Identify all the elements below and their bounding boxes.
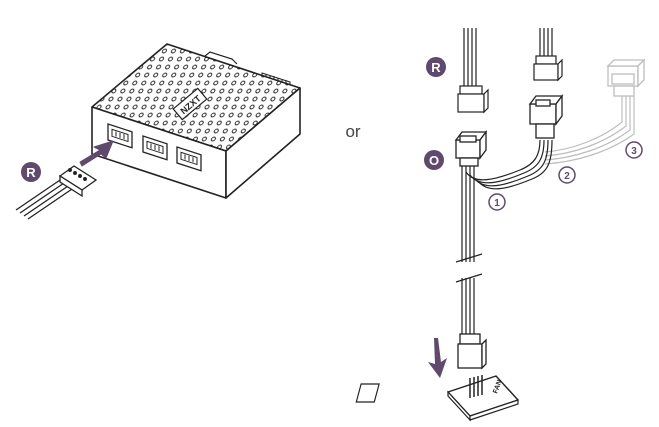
connector-r-top-right [533, 28, 563, 82]
connector-3 [606, 58, 646, 97]
badge-r-cable: R [426, 57, 446, 77]
badge-r-hub: R [21, 162, 41, 182]
connector-bottom [457, 333, 487, 370]
cable-label-1-text: 1 [494, 198, 500, 209]
cable-label-2-text: 2 [564, 171, 570, 182]
down-arrow-icon [428, 338, 447, 378]
cable-label-1: 1 [488, 193, 506, 211]
separator-or: or [345, 122, 360, 141]
hub-port-2 [142, 135, 168, 161]
hub-notch [204, 51, 238, 65]
badge-r-hub-text: R [26, 165, 36, 180]
connector-r-top-left [457, 28, 489, 114]
badge-o-cable-text: O [429, 153, 439, 168]
cable-main-bundle [461, 160, 475, 336]
connector-o [454, 130, 488, 167]
cable-branch-2 [465, 139, 553, 190]
hub-right-face [225, 87, 301, 199]
cable-label-3: 3 [625, 141, 643, 159]
connector-2 [528, 94, 564, 139]
hub-port-3 [176, 146, 202, 172]
cable-label-3-text: 3 [631, 146, 637, 157]
splitter-cable: FAN [355, 28, 646, 422]
cable-label-2: 2 [558, 166, 576, 184]
hub-port-1 [107, 123, 133, 149]
hub-connector [15, 165, 98, 220]
cable-break-marks [455, 253, 483, 283]
cable-branch-3 [544, 96, 635, 165]
fan-hub: NZXT [79, 43, 301, 199]
header-label: FAN [492, 379, 503, 395]
insert-arrow-icon [79, 140, 114, 167]
badge-o-cable: O [424, 150, 444, 170]
motherboard-header: FAN [355, 375, 519, 422]
badge-r-cable-text: R [431, 60, 441, 75]
